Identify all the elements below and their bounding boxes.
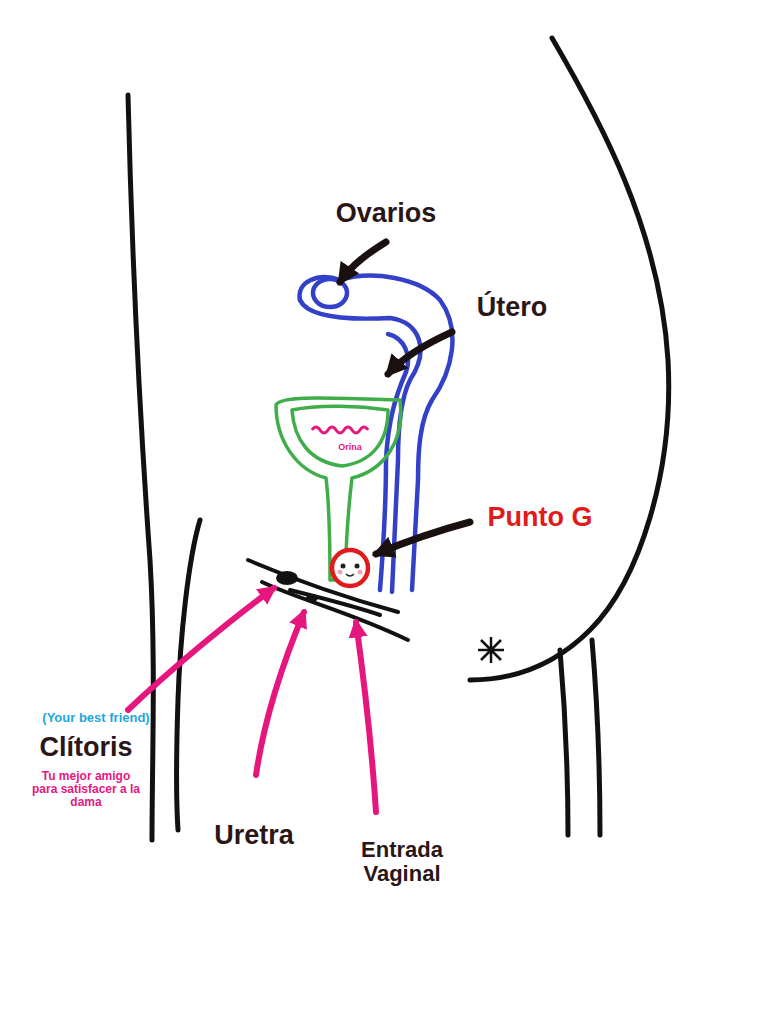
leader-arrow bbox=[340, 242, 470, 554]
star-mark bbox=[478, 637, 504, 663]
part-name: Ovarios bbox=[336, 199, 437, 229]
body-outline bbox=[128, 38, 669, 840]
vulva-outline bbox=[248, 560, 408, 640]
uterus-outline bbox=[300, 276, 453, 592]
note-text: (Your best friend) bbox=[42, 711, 149, 725]
part-name: Útero bbox=[477, 293, 548, 323]
urethra-opening bbox=[306, 594, 318, 602]
urine-line bbox=[312, 427, 368, 433]
clitoris-shape bbox=[276, 571, 298, 585]
part-name: Orina bbox=[338, 443, 362, 453]
part-name: Uretra bbox=[214, 821, 294, 851]
note-text: Tu mejor amigo para satisfacer a la dama bbox=[30, 770, 142, 810]
g-spot-mark bbox=[332, 550, 368, 586]
part-name: Entrada Vaginal bbox=[350, 838, 455, 886]
part-name: Clítoris bbox=[39, 733, 132, 763]
leader-arrow bbox=[128, 588, 376, 812]
part-name: Punto G bbox=[488, 503, 593, 533]
